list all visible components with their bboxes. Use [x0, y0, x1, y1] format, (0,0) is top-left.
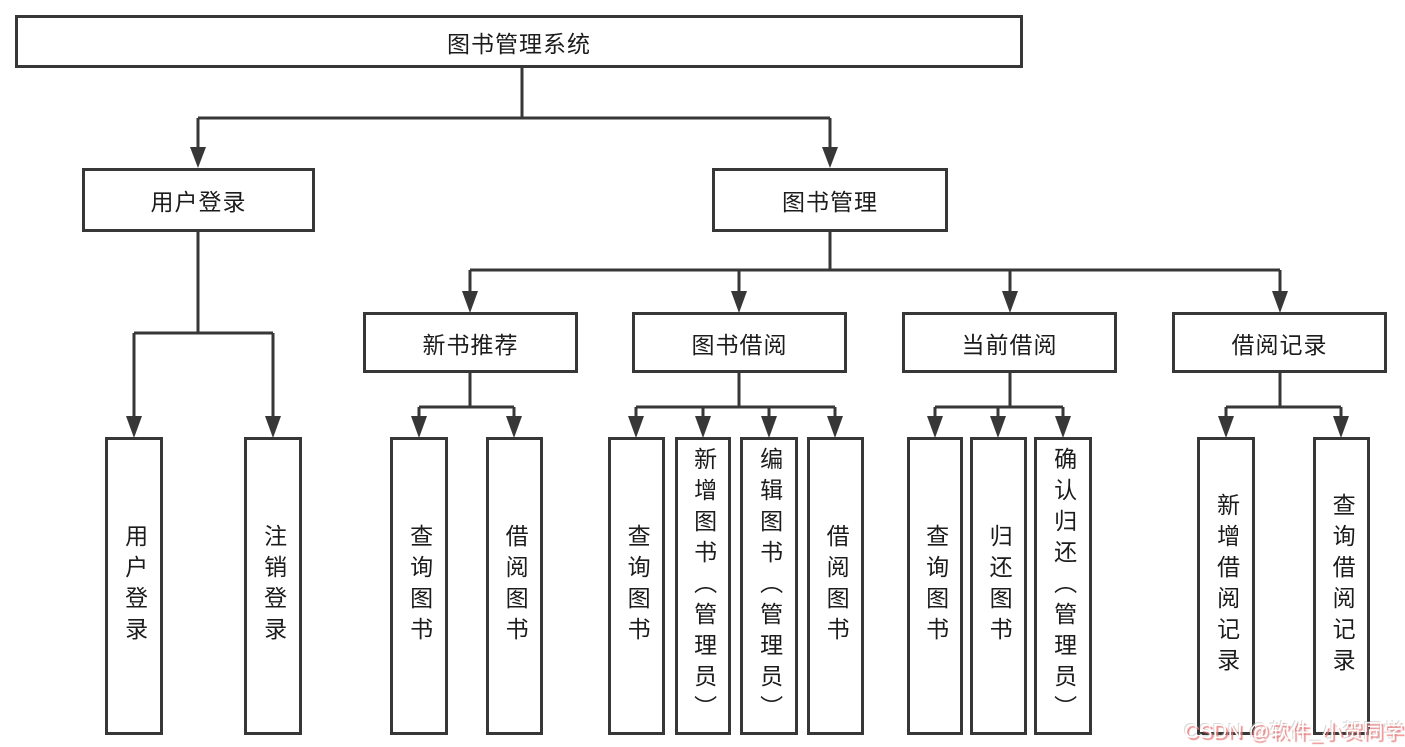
leaf-add-books-admin-label: 新增图书（管理员） — [690, 446, 717, 726]
leaf-edit-books-admin-label: 编辑图书（管理员） — [756, 446, 783, 726]
node-user-login-label: 用户登录 — [150, 189, 247, 215]
node-book-management: 图书管理 — [712, 168, 948, 232]
leaf-add-books-admin: 新增图书（管理员） — [675, 437, 731, 735]
node-current-borrow-label: 当前借阅 — [961, 331, 1058, 358]
leaf-add-borrow-record: 新增借阅记录 — [1197, 437, 1255, 735]
leaf-borrow-books-1-label: 借阅图书 — [502, 524, 529, 648]
node-book-borrow: 图书借阅 — [632, 312, 847, 373]
leaf-borrow-books-2: 借阅图书 — [807, 437, 864, 735]
leaf-edit-books-admin: 编辑图书（管理员） — [740, 437, 798, 735]
leaf-query-borrow-record: 查询借阅记录 — [1313, 437, 1370, 735]
leaf-query-borrow-record-label: 查询借阅记录 — [1329, 493, 1356, 679]
leaf-query-books-1-label: 查询图书 — [406, 524, 433, 648]
node-new-book-recommend-label: 新书推荐 — [422, 331, 519, 358]
node-user-login: 用户登录 — [82, 168, 315, 232]
leaf-query-books-2-label: 查询图书 — [624, 524, 651, 648]
csdn-watermark: CSDN @软件_小贺同学 — [1184, 721, 1405, 743]
node-library-system: 图书管理系统 — [15, 15, 1023, 68]
leaf-logout: 注销登录 — [244, 437, 302, 735]
leaf-borrow-books-2-label: 借阅图书 — [823, 524, 850, 648]
leaf-user-login: 用户登录 — [105, 437, 163, 735]
leaf-user-login-label: 用户登录 — [121, 524, 148, 648]
leaf-logout-label: 注销登录 — [260, 524, 287, 648]
leaf-query-books-1: 查询图书 — [390, 437, 448, 735]
node-current-borrow: 当前借阅 — [902, 312, 1117, 373]
node-borrow-records-label: 借阅记录 — [1231, 331, 1328, 358]
node-borrow-records: 借阅记录 — [1172, 312, 1387, 373]
leaf-borrow-books-1: 借阅图书 — [486, 437, 543, 735]
leaf-confirm-return-admin: 确认归还（管理员） — [1034, 437, 1092, 735]
node-book-management-label: 图书管理 — [782, 189, 878, 215]
node-library-system-label: 图书管理系统 — [447, 30, 591, 57]
leaf-query-books-3-label: 查询图书 — [922, 524, 949, 648]
node-new-book-recommend: 新书推荐 — [363, 312, 578, 373]
leaf-return-books-label: 归还图书 — [986, 524, 1013, 648]
leaf-query-books-3: 查询图书 — [907, 437, 963, 735]
leaf-add-borrow-record-label: 新增借阅记录 — [1213, 493, 1240, 679]
arrowheads — [126, 147, 1349, 438]
node-book-borrow-label: 图书借阅 — [691, 331, 788, 358]
leaf-return-books: 归还图书 — [970, 437, 1027, 735]
leaf-query-books-2: 查询图书 — [608, 437, 665, 735]
leaf-confirm-return-admin-label: 确认归还（管理员） — [1050, 446, 1077, 726]
